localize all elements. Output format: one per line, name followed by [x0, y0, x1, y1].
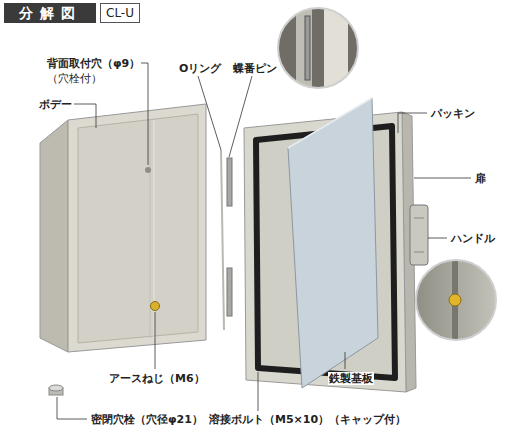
part-label: パッキン [430, 107, 476, 120]
model-code: CL-U [106, 6, 134, 20]
o-ring [221, 150, 224, 330]
leader-lines [57, 63, 471, 419]
hinge-closeup [270, 0, 370, 100]
part-label: ボデー [38, 98, 73, 111]
hinge-pin [227, 268, 232, 316]
model-box: CL-U [100, 3, 140, 23]
hinge-pin [227, 158, 232, 206]
part-label: 密閉穴栓（穴径φ21） [90, 413, 204, 426]
body [40, 104, 206, 352]
bolt-closeup [410, 255, 505, 350]
part-label: （穴栓付） [46, 72, 103, 85]
part-label: 溶接ボルト（M5×10）（キャップ付） [208, 413, 407, 426]
part-label: ハンドル [450, 232, 496, 245]
part-label: Oリング [178, 62, 222, 75]
part-label: 蝶番ピン [232, 62, 278, 75]
part-label: 背面取付穴（φ9） [46, 57, 141, 70]
door [244, 98, 428, 392]
diagram-title: 分解図 [4, 3, 96, 23]
part-label: 鉄製基板 [328, 372, 374, 385]
part-label: 扉 [474, 172, 487, 185]
sealing-plug [49, 385, 63, 395]
part-label: アースねじ（M6） [108, 372, 206, 385]
